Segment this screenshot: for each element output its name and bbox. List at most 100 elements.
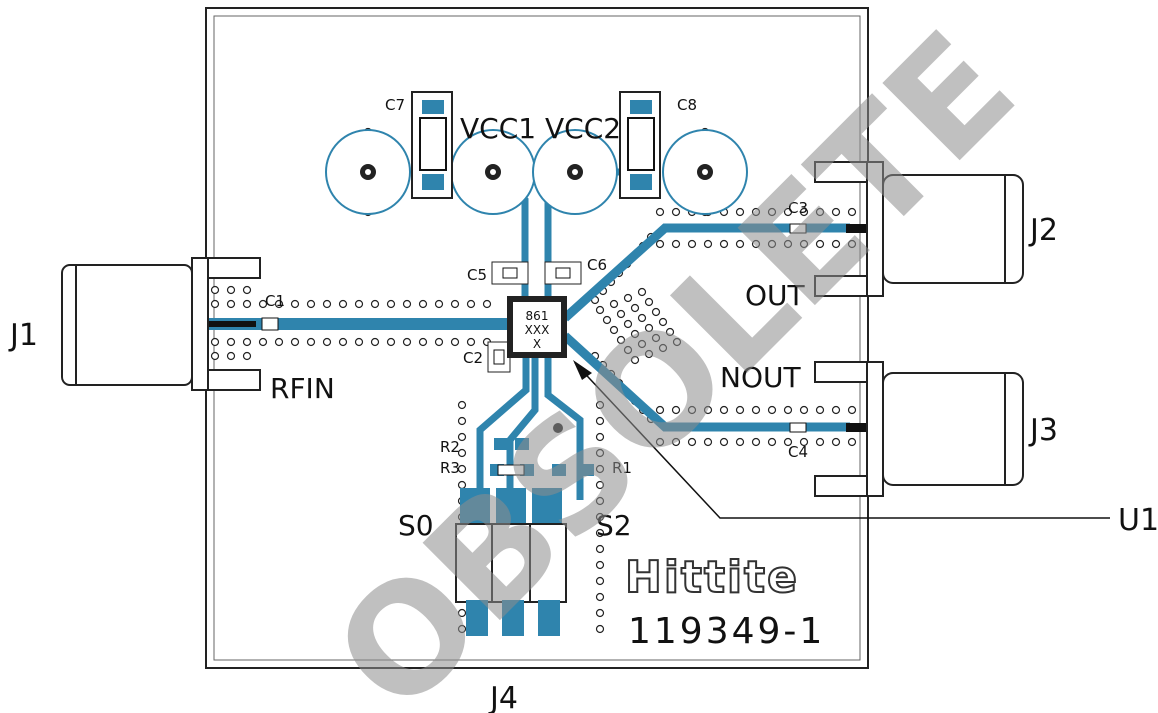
ground-via bbox=[637, 313, 647, 323]
j1-connector bbox=[61, 257, 261, 391]
u1-leader bbox=[574, 362, 1110, 519]
ground-via bbox=[595, 528, 605, 538]
c7-label: C7 bbox=[385, 96, 405, 114]
ground-via bbox=[242, 337, 252, 347]
ground-via bbox=[609, 299, 619, 309]
ground-via bbox=[847, 437, 857, 447]
c2-label: C2 bbox=[463, 349, 483, 367]
ground-via bbox=[651, 307, 661, 317]
c5-label: C5 bbox=[467, 266, 487, 284]
r2-label: R2 bbox=[440, 438, 460, 456]
ground-via bbox=[595, 544, 605, 554]
ground-via bbox=[783, 239, 793, 249]
ground-via bbox=[210, 299, 220, 309]
ground-via bbox=[616, 309, 626, 319]
via-bias bbox=[553, 423, 563, 433]
ground-via bbox=[226, 285, 236, 295]
ground-via bbox=[386, 299, 396, 309]
ground-via bbox=[630, 355, 640, 365]
u1-label: U1 bbox=[1118, 503, 1158, 538]
ground-via bbox=[418, 337, 428, 347]
ground-via bbox=[655, 405, 665, 415]
r1-label: R1 bbox=[612, 459, 632, 477]
ground-vias bbox=[210, 127, 857, 634]
ground-via bbox=[290, 337, 300, 347]
ground-via bbox=[595, 496, 605, 506]
c3-label: C3 bbox=[788, 199, 808, 217]
ground-via bbox=[630, 303, 640, 313]
ground-via bbox=[290, 299, 300, 309]
ground-via bbox=[466, 299, 476, 309]
ground-via bbox=[210, 285, 220, 295]
ground-via bbox=[466, 337, 476, 347]
ground-via bbox=[595, 560, 605, 570]
ground-via bbox=[751, 207, 761, 217]
ground-via bbox=[402, 299, 412, 309]
ground-via bbox=[595, 432, 605, 442]
ground-via bbox=[418, 299, 428, 309]
c4-part bbox=[789, 422, 807, 433]
chip-mark-2: XXX bbox=[525, 323, 550, 337]
ground-via bbox=[616, 335, 626, 345]
ground-via bbox=[457, 432, 467, 442]
ground-via bbox=[831, 239, 841, 249]
ground-via bbox=[402, 337, 412, 347]
ground-via bbox=[595, 416, 605, 426]
ground-via bbox=[226, 337, 236, 347]
ground-via bbox=[457, 608, 467, 618]
ground-via bbox=[735, 239, 745, 249]
ground-via bbox=[226, 299, 236, 309]
ground-via bbox=[242, 351, 252, 361]
ground-via bbox=[370, 299, 380, 309]
ground-via bbox=[671, 207, 681, 217]
ground-via bbox=[370, 337, 380, 347]
ground-via bbox=[457, 624, 467, 634]
ground-via bbox=[847, 405, 857, 415]
ground-via bbox=[457, 448, 467, 458]
ground-via bbox=[595, 464, 605, 474]
ground-via bbox=[242, 285, 252, 295]
j2-pin bbox=[846, 224, 868, 233]
ground-via bbox=[687, 239, 697, 249]
ground-via bbox=[450, 299, 460, 309]
ground-via bbox=[655, 207, 665, 217]
s2-label: S2 bbox=[596, 509, 632, 542]
j2-label: J2 bbox=[1028, 213, 1058, 248]
ground-via bbox=[671, 405, 681, 415]
ground-via bbox=[799, 437, 809, 447]
j3-pin bbox=[846, 423, 868, 432]
j3-connector bbox=[814, 361, 1024, 497]
c6-label: C6 bbox=[587, 256, 607, 274]
ground-via bbox=[799, 239, 809, 249]
rfin-label: RFIN bbox=[270, 372, 335, 405]
ground-via bbox=[815, 437, 825, 447]
ground-via bbox=[274, 337, 284, 347]
c3-part bbox=[789, 223, 807, 234]
ground-via bbox=[735, 405, 745, 415]
c8-part bbox=[619, 91, 661, 199]
ground-via bbox=[644, 349, 654, 359]
ground-via bbox=[767, 239, 777, 249]
ground-via bbox=[595, 305, 605, 315]
c8-label: C8 bbox=[677, 96, 697, 114]
ground-via bbox=[354, 299, 364, 309]
u1-chip: 861 XXX X bbox=[507, 296, 567, 358]
u1-arrow bbox=[573, 360, 592, 380]
c5-body bbox=[502, 267, 518, 279]
ground-via bbox=[210, 337, 220, 347]
ground-via bbox=[210, 351, 220, 361]
vcc1-label: VCC1 bbox=[460, 112, 536, 145]
ground-via bbox=[671, 239, 681, 249]
ground-via bbox=[658, 317, 668, 327]
ground-via bbox=[687, 405, 697, 415]
ground-via bbox=[595, 608, 605, 618]
ground-via bbox=[274, 299, 284, 309]
ground-via bbox=[767, 207, 777, 217]
ground-via bbox=[767, 437, 777, 447]
out-trace bbox=[561, 223, 850, 432]
ground-via bbox=[687, 437, 697, 447]
ground-via bbox=[457, 464, 467, 474]
ground-via bbox=[609, 325, 619, 335]
ground-via bbox=[595, 480, 605, 490]
ground-via bbox=[595, 400, 605, 410]
